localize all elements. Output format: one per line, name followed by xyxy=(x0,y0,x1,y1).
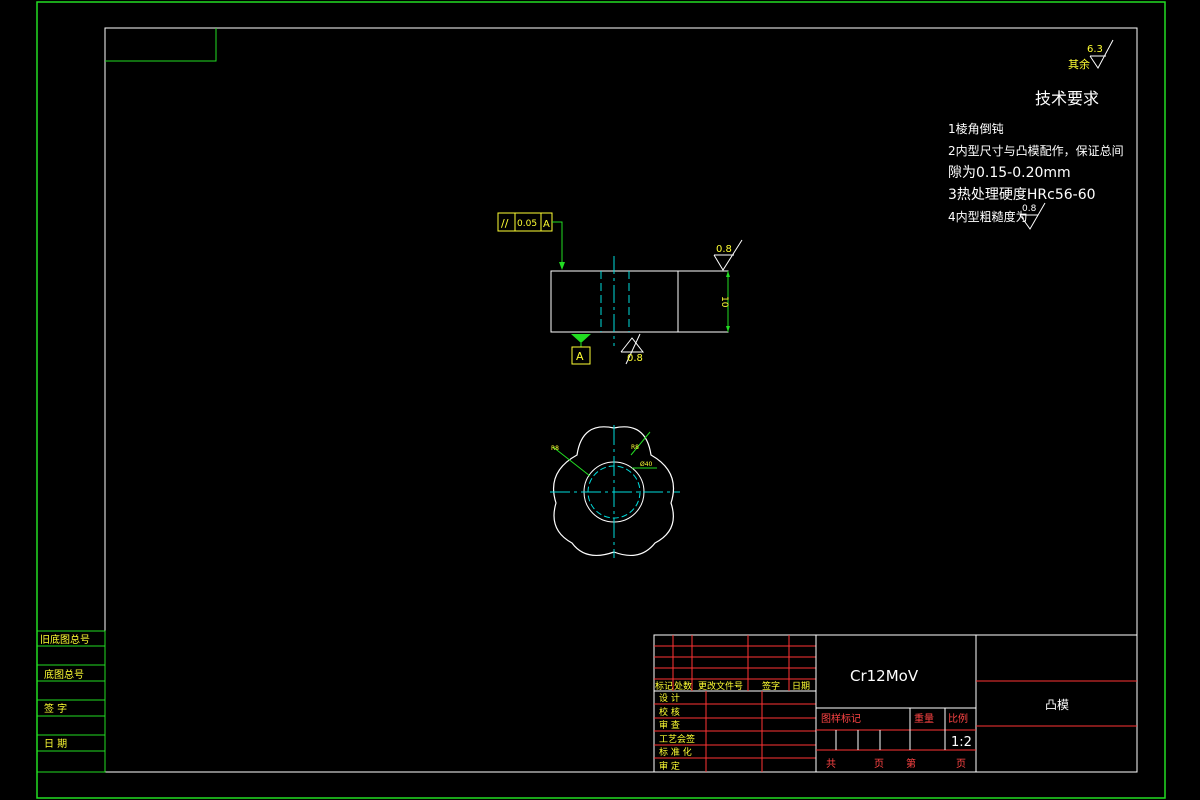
revision-header: 签字 xyxy=(762,680,780,692)
approval-role: 校 核 xyxy=(659,706,680,718)
side-stamp-row: 日 期 xyxy=(44,738,67,750)
roughness-rest-value: 6.3 xyxy=(1087,44,1103,55)
scale-label: 比例 xyxy=(948,712,968,725)
technical-requirements: 技术要求 1棱角倒钝 2内型尺寸与凸模配作，保证总间 隙为0.15-0.20mm… xyxy=(948,89,1124,230)
approval-role: 设 计 xyxy=(659,692,680,704)
front-dimension: 10 xyxy=(719,296,729,308)
part-name: 凸模 xyxy=(1045,698,1069,712)
weight-label: 重量 xyxy=(914,712,934,725)
tech-req-line: 3热处理硬度HRc56-60 xyxy=(948,187,1096,203)
side-stamp-row: 底图总号 xyxy=(44,668,84,681)
tolerance-symbol: // xyxy=(501,217,509,230)
revision-header: 标记 xyxy=(655,680,673,692)
stage-label: 图样标记 xyxy=(821,712,861,725)
tolerance-value: 0.05 xyxy=(517,219,537,229)
top-dim-c: Ø40 xyxy=(640,461,653,468)
tech-req-line: 隙为0.15-0.20mm xyxy=(948,165,1071,181)
top-dim-b: R8 xyxy=(631,444,639,451)
total-sheets-suffix: 页 xyxy=(874,758,884,770)
material-name: Cr12MoV xyxy=(850,667,919,685)
tolerance-datum: A xyxy=(543,219,550,230)
side-stamp-row: 签 字 xyxy=(44,702,67,715)
datum-label: A xyxy=(576,350,584,363)
tech-req-title: 技术要求 xyxy=(1035,89,1099,108)
revision-header: 日期 xyxy=(792,681,810,692)
roughness-rest-symbol: 其余 6.3 xyxy=(1068,39,1114,71)
roughness-top-value: 0.8 xyxy=(716,244,732,255)
tech-req-roughness-value: 0.8 xyxy=(1022,204,1037,214)
page-suffix: 页 xyxy=(956,758,966,770)
total-sheets-label: 共 xyxy=(826,758,836,770)
approval-role: 工艺会签 xyxy=(659,733,695,745)
roughness-rest-label: 其余 xyxy=(1068,57,1090,71)
tech-req-line: 1棱角倒钝 xyxy=(948,121,1004,136)
revision-table: 标记 处数 更改文件号 签字 日期 xyxy=(654,635,816,692)
stage-weight-scale: 图样标记 重量 比例 1:2 共 页 第 页 xyxy=(816,708,976,770)
approval-role: 标 准 化 xyxy=(659,746,692,758)
roughness-bottom-value: 0.8 xyxy=(627,353,643,364)
approval-role: 审 查 xyxy=(659,719,680,731)
side-stamp-row: 旧底图总号 xyxy=(40,633,90,646)
revision-header: 处数 xyxy=(674,680,692,692)
top-dim-a: R8 xyxy=(551,445,559,452)
approval-table: 设 计 校 核 审 查 工艺会签 标 准 化 审 定 xyxy=(654,691,816,772)
side-stamp: 旧底图总号 底图总号 签 字 日 期 xyxy=(36,630,106,773)
tech-req-line: 2内型尺寸与凸模配作，保证总间 xyxy=(948,144,1124,158)
approval-role: 审 定 xyxy=(659,760,680,772)
scale-value: 1:2 xyxy=(951,735,972,750)
title-block: 标记 处数 更改文件号 签字 日期 设 计 校 核 审 查 工艺会签 标 准 化… xyxy=(653,634,1138,773)
front-view: // 0.05 A 10 0.8 A 0.8 xyxy=(497,212,743,365)
drawing-frame xyxy=(36,1,1166,799)
revision-header: 更改文件号 xyxy=(698,680,743,692)
page-label: 第 xyxy=(906,757,916,770)
top-view: R8 R8 Ø40 xyxy=(550,425,680,558)
tech-req-line: 4内型粗糙度为 xyxy=(948,209,1028,224)
